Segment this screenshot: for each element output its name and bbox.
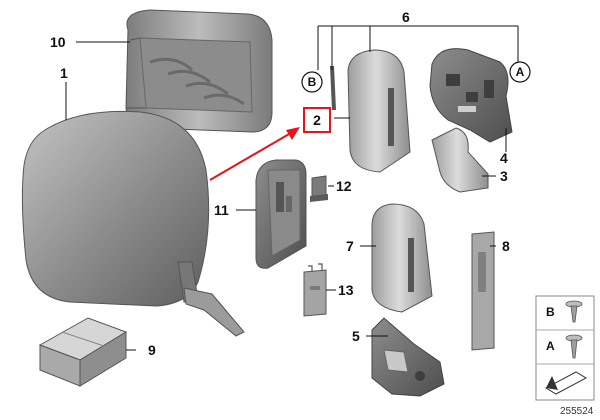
callout-4: 4	[500, 150, 508, 166]
part-8-strip	[471, 231, 495, 351]
fastener-legend: B A	[535, 295, 595, 401]
callout-9: 9	[148, 342, 156, 358]
callout-3: 3	[500, 168, 508, 184]
part-3-trim	[431, 127, 489, 193]
part-11-guide-cover	[255, 159, 307, 269]
callout-1: 1	[60, 65, 68, 81]
legend-label-b: B	[546, 305, 555, 319]
diagram-id: 255524	[560, 406, 594, 417]
callout-2: 2	[313, 112, 321, 128]
legend-label-a: A	[546, 339, 555, 353]
reference-a-circle: A	[509, 61, 531, 83]
reference-b-circle: B	[301, 71, 323, 93]
svg-text:B: B	[308, 75, 317, 89]
part-2-guide-sleeve-cover	[330, 49, 411, 173]
red-arrow	[209, 127, 300, 181]
callout-2-highlight: 2	[303, 107, 331, 133]
arrow-icon	[544, 371, 588, 395]
part-12-clip	[310, 175, 328, 202]
callout-8: 8	[502, 238, 510, 254]
callout-11: 11	[214, 202, 229, 218]
part-13-bracket	[303, 263, 327, 317]
part-1-headrest-cushion	[21, 110, 245, 337]
part-10-rear-shell	[125, 9, 273, 133]
callout-7: 7	[346, 238, 354, 254]
screw-b-icon	[565, 300, 583, 323]
callout-10: 10	[50, 34, 66, 50]
part-4-mechanism	[429, 48, 513, 143]
part-9-box	[38, 317, 128, 387]
callout-6: 6	[402, 9, 410, 25]
svg-text:A: A	[516, 65, 525, 79]
callout-13: 13	[338, 282, 354, 298]
leader-lines	[65, 25, 519, 351]
callout-5: 5	[352, 328, 360, 344]
part-7-cover	[371, 203, 433, 313]
part-5-bracket	[371, 317, 445, 397]
screw-a-icon	[565, 334, 583, 359]
callout-12: 12	[336, 178, 352, 194]
